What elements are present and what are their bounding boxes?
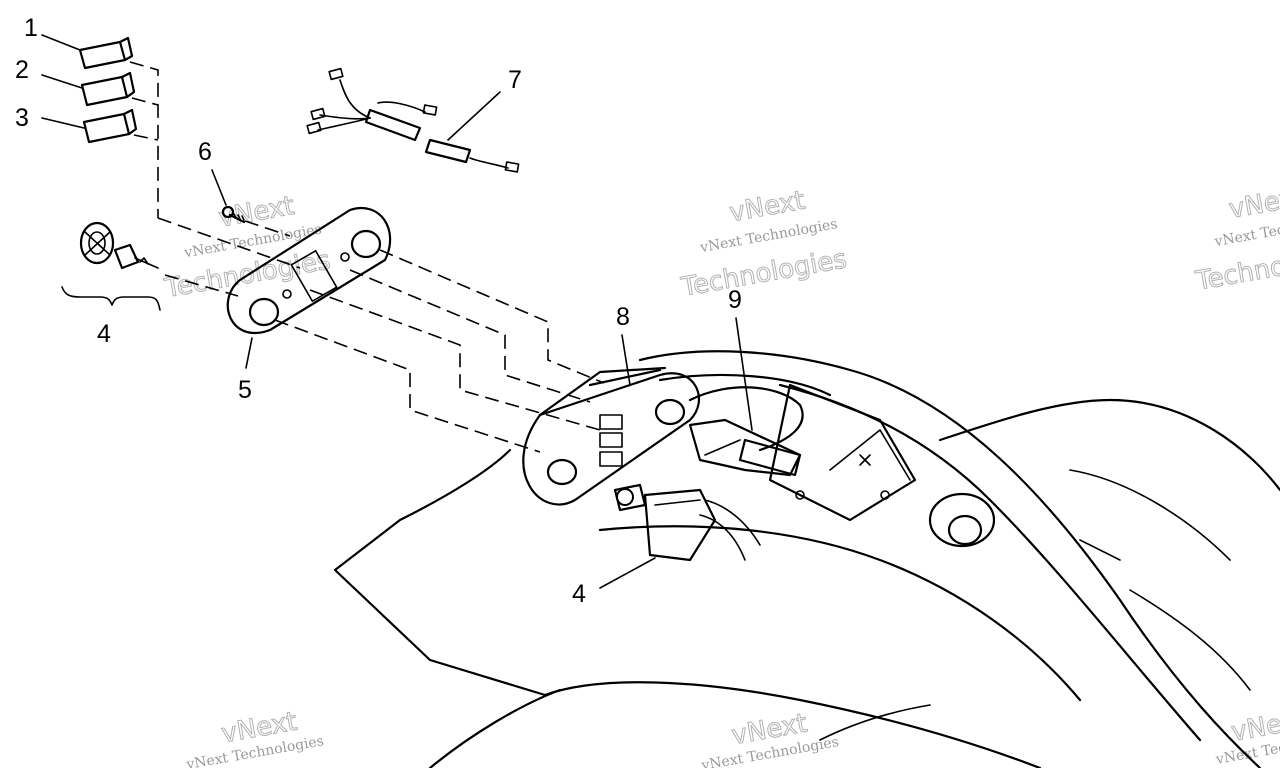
leader-lines — [41, 34, 753, 589]
ignition-key-exploded — [79, 221, 159, 270]
exploded-guide-lines — [129, 61, 605, 453]
switch-button-2 — [80, 71, 136, 107]
watermark-word-vnext: vNext — [1227, 182, 1280, 225]
switch-button-3 — [82, 108, 138, 144]
watermark-top-center: vNext vNext Technologies Technologies — [678, 185, 850, 303]
watermark-word-vnext: vNext — [727, 186, 807, 229]
callout-2: 2 — [15, 56, 29, 84]
plate-exploded — [226, 207, 392, 334]
callout-3: 3 — [15, 104, 29, 132]
screw-6 — [221, 205, 246, 224]
switch-button-1 — [78, 36, 134, 70]
bracket-4 — [61, 286, 161, 311]
callout-4-upper: 4 — [97, 320, 111, 348]
watermark-bottom-center: vNext vNext Technologies — [699, 708, 840, 768]
switch-lever — [688, 418, 802, 477]
callout-8: 8 — [616, 303, 630, 331]
callout-7: 7 — [508, 66, 522, 94]
callout-6: 6 — [198, 138, 212, 166]
fender-body — [333, 350, 1280, 768]
callout-labels: 1 2 3 4 5 6 7 8 9 4 — [15, 14, 742, 608]
watermark-bottom-left: vNext vNext Technologies — [184, 706, 325, 768]
callout-5: 5 — [238, 376, 252, 404]
callout-1: 1 — [24, 14, 38, 42]
ignition-switch-mounted — [613, 483, 761, 562]
watermark-top-left: vNext vNext Technologies Technologies — [161, 190, 333, 304]
watermark-bottom-right: vNext vNext Technologies — [1214, 704, 1280, 768]
callout-4-lower: 4 — [572, 580, 586, 608]
callout-9: 9 — [728, 286, 742, 314]
watermark-word-technologies: Technologies — [1193, 238, 1280, 297]
wiring-harness — [306, 67, 520, 173]
watermark-top-right: vNext vNext Technologies Technologies — [1192, 182, 1280, 298]
